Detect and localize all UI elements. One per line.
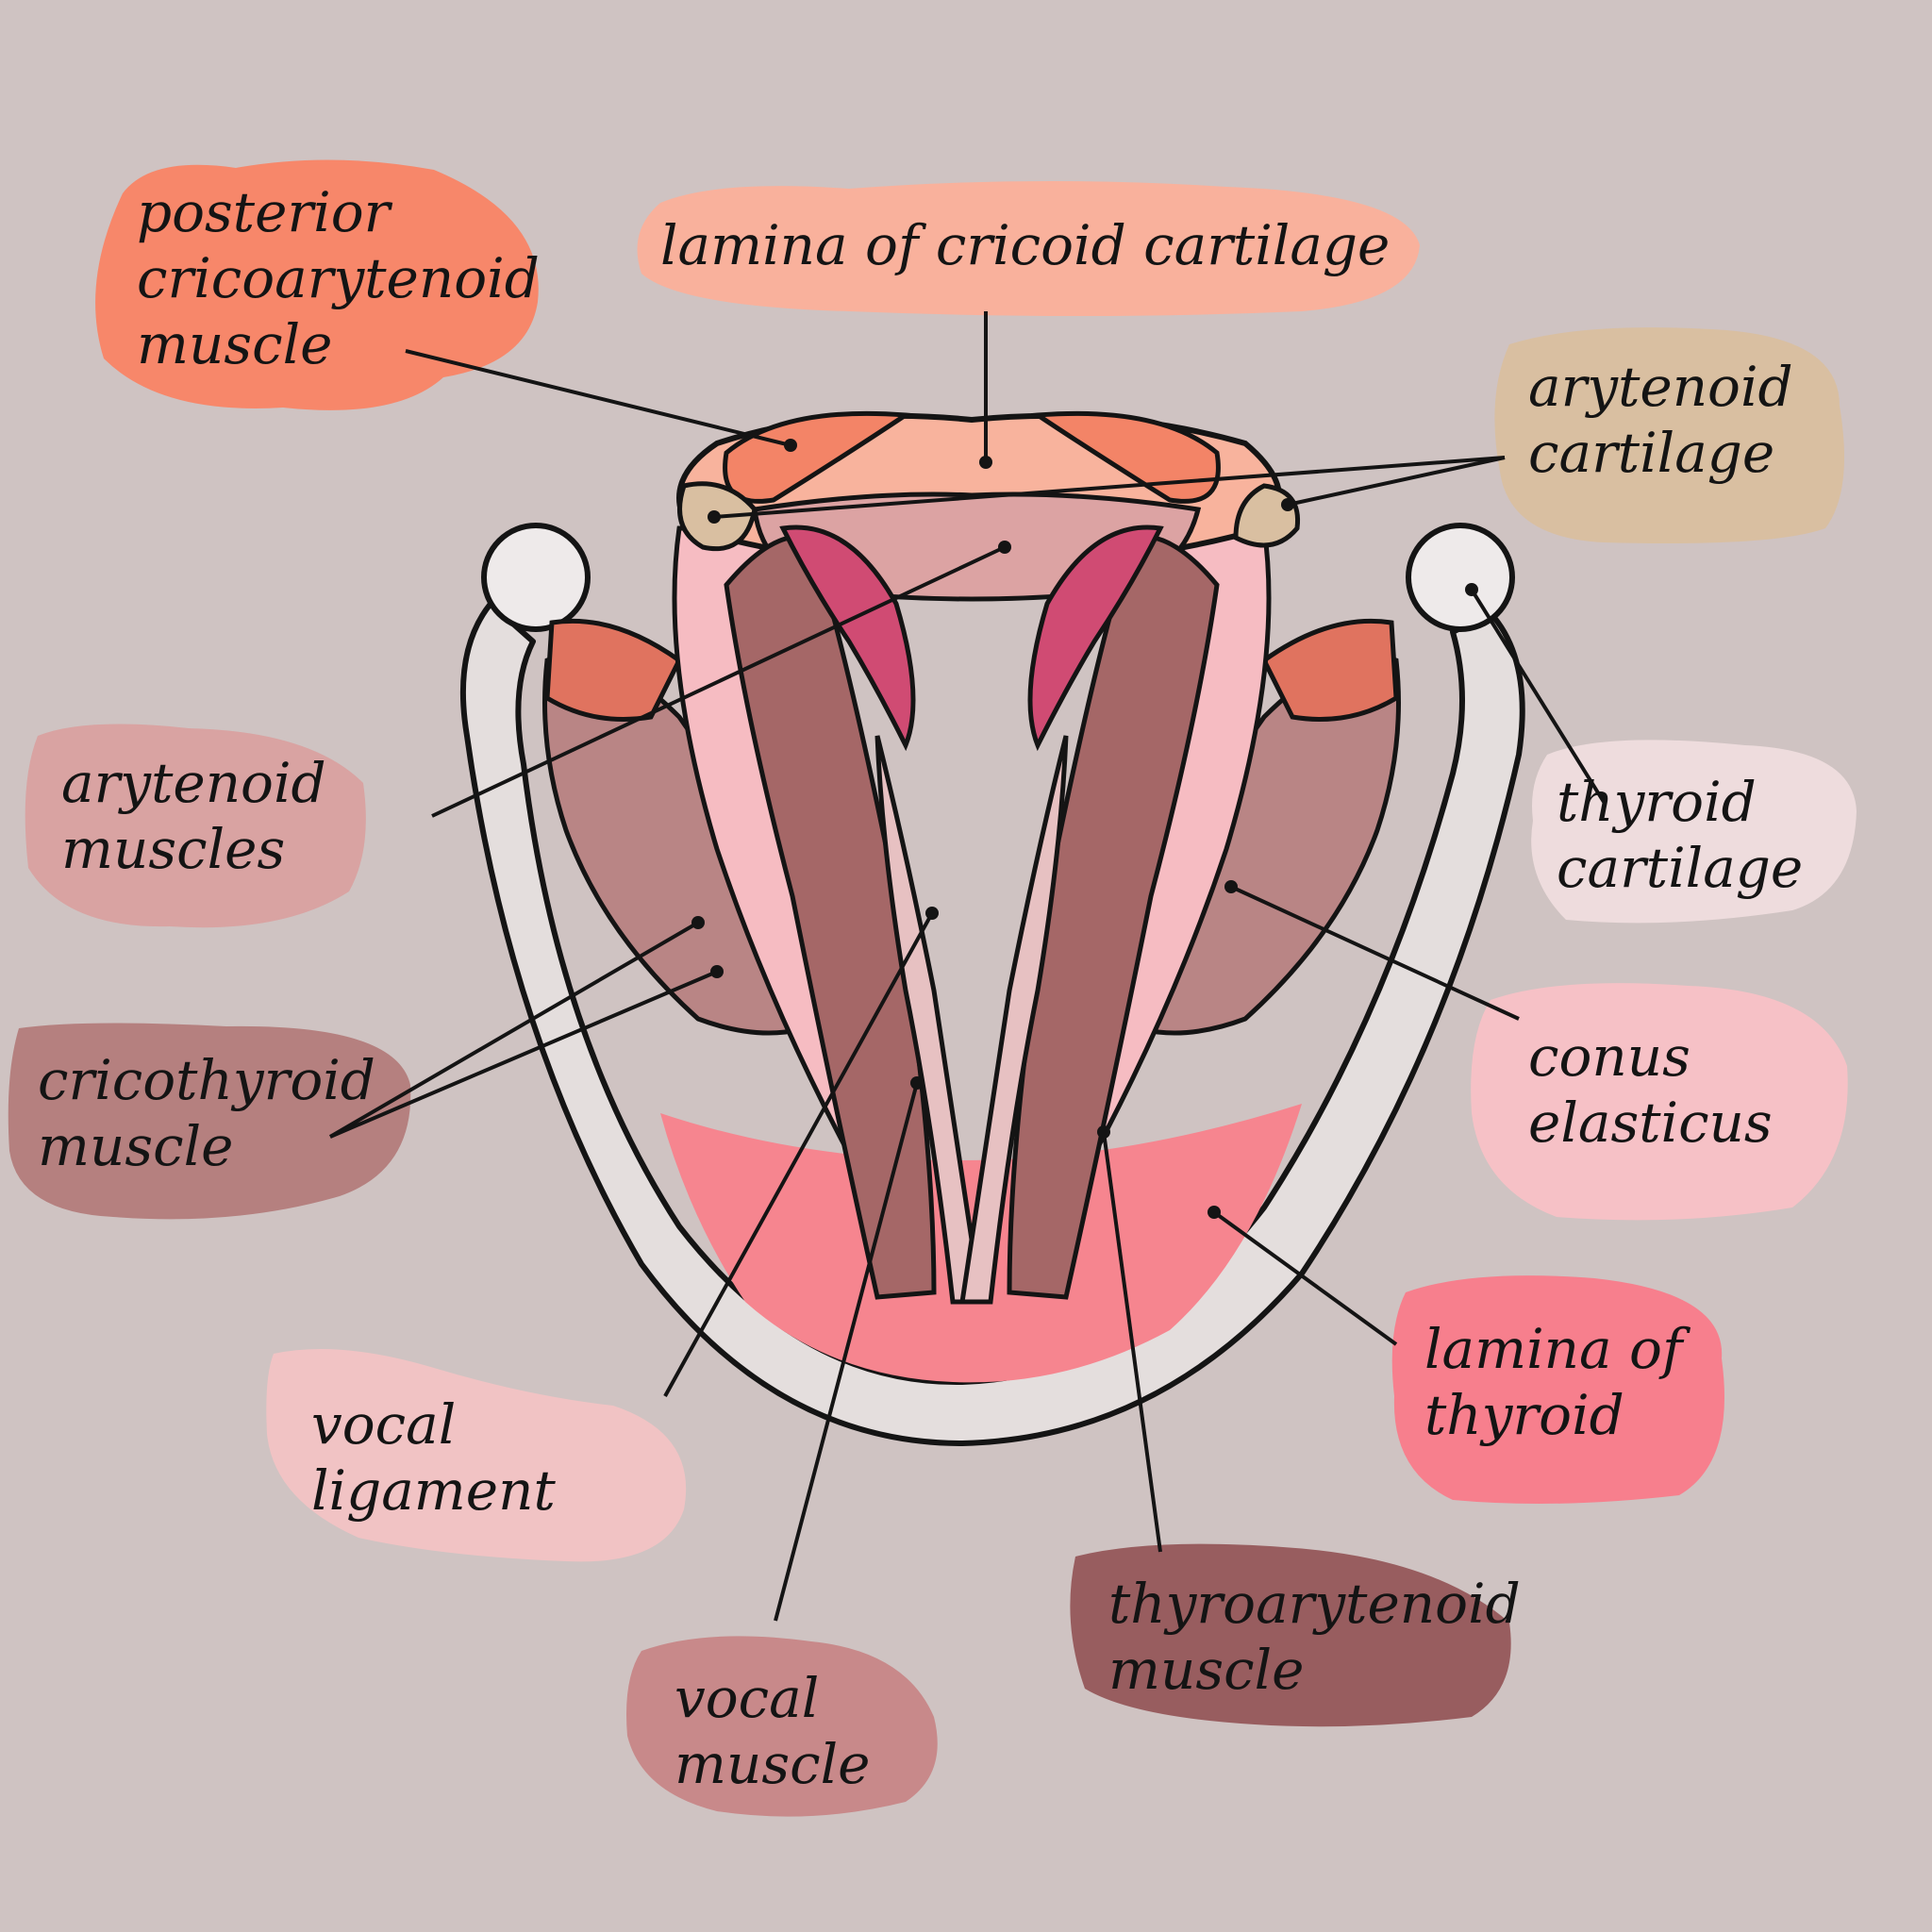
blob-vocal-muscle	[626, 1636, 938, 1817]
thyroid-cartilage-shape	[459, 523, 1525, 1446]
blob-conus-elasticus	[1471, 983, 1848, 1221]
label-vocal-muscle: vocal muscle	[675, 1666, 871, 1796]
blob-arytenoid-cartilage	[1494, 327, 1844, 543]
leader-cricothyroid-2	[329, 970, 718, 1139]
leader-lamina-thyroid	[1212, 1210, 1398, 1346]
label-lamina-thyroid: lamina of thyroid	[1424, 1317, 1683, 1447]
leader-vocal-ligament	[663, 912, 934, 1397]
label-vocal-ligament: vocal ligament	[311, 1392, 556, 1523]
label-cricothyroid-muscle: cricothyroid muscle	[38, 1048, 375, 1178]
vocal-fold-shapes	[724, 525, 1220, 1305]
blob-posterior-cricoarytenoid	[95, 159, 539, 410]
leader-arytenoid-cartilage-2	[1287, 456, 1506, 507]
leader-dots	[691, 439, 1478, 1219]
label-lamina-cricoid: lamina of cricoid cartilage	[660, 213, 1391, 277]
leader-conus-elasticus	[1230, 885, 1520, 1021]
label-thyroid-cartilage: thyroid cartilage	[1557, 770, 1804, 900]
posterior-cricoarytenoid-shapes	[723, 410, 1221, 504]
blob-lamina-thyroid	[1391, 1275, 1724, 1504]
blob-lamina-cricoid	[637, 180, 1420, 316]
blob-thyroid-cartilage	[1531, 740, 1857, 924]
label-thyroarytenoid-muscle: thyroarytenoid muscle	[1108, 1572, 1521, 1702]
thyroid-superior-horn-right	[1406, 523, 1515, 632]
label-arytenoid-muscles: arytenoid muscles	[61, 751, 326, 881]
leader-posterior-cricoarytenoid	[405, 349, 791, 447]
blob-thyroarytenoid-muscle	[1070, 1543, 1511, 1727]
leader-cricothyroid-1	[328, 921, 700, 1139]
cricothyroid-muscle-shapes	[542, 618, 1401, 1036]
label-posterior-cricoarytenoid: posterior cricoarytenoid muscle	[137, 180, 540, 376]
blob-cricothyroid-muscle	[8, 1023, 411, 1220]
leader-lines	[328, 311, 1606, 1622]
label-conus-elasticus: conus elasticus	[1528, 1024, 1773, 1155]
leader-thyroarytenoid	[1102, 1131, 1162, 1553]
leader-arytenoid-muscles	[431, 545, 1006, 818]
blob-vocal-ligament	[266, 1349, 687, 1562]
leader-thyroid-cartilage	[1470, 588, 1606, 804]
thyroid-superior-horn-left	[481, 523, 591, 632]
label-backgrounds	[8, 159, 1857, 1817]
blob-arytenoid-muscles	[25, 724, 366, 928]
leader-vocal-muscle	[774, 1082, 919, 1622]
label-arytenoid-cartilage: arytenoid cartilage	[1528, 355, 1793, 485]
leader-arytenoid-cartilage-1	[713, 456, 1506, 519]
arytenoid-cartilage-shapes	[677, 481, 1301, 552]
